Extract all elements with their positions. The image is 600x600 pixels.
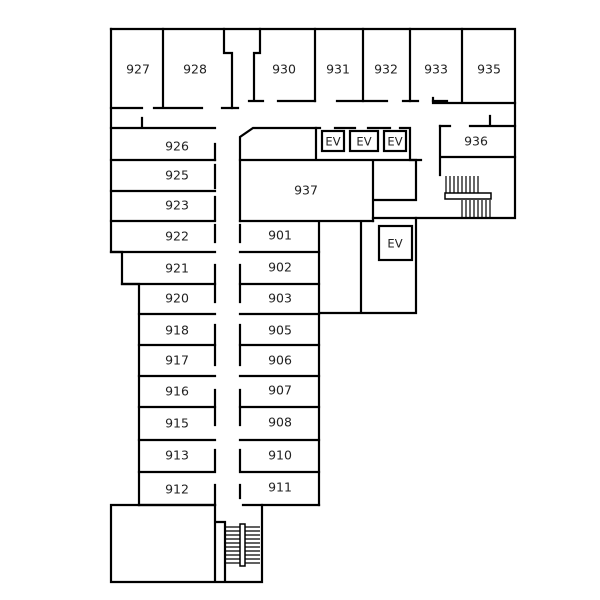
room-label: 931 bbox=[326, 62, 350, 77]
elevator-label: EV bbox=[387, 135, 402, 149]
room-label: 925 bbox=[165, 168, 189, 183]
room-label: 908 bbox=[268, 415, 292, 430]
elevator-2: EV bbox=[348, 129, 380, 153]
room-label: 906 bbox=[268, 353, 292, 368]
stairs-bottom-icon bbox=[225, 523, 260, 567]
room-label: 902 bbox=[268, 260, 292, 275]
room-label: 921 bbox=[165, 261, 189, 276]
room-label: 922 bbox=[165, 229, 189, 244]
room-label: 911 bbox=[268, 480, 292, 495]
room-label: 936 bbox=[464, 134, 488, 149]
room-label: 937 bbox=[294, 183, 318, 198]
room-label: 905 bbox=[268, 323, 292, 338]
room-label: 913 bbox=[165, 448, 189, 463]
room-label: 917 bbox=[165, 353, 189, 368]
room-label: 901 bbox=[268, 228, 292, 243]
elevator-label: EV bbox=[356, 135, 371, 149]
room-label: 927 bbox=[126, 62, 150, 77]
room-label: 926 bbox=[165, 139, 189, 154]
room-label: 935 bbox=[477, 62, 501, 77]
room-label: 932 bbox=[374, 62, 398, 77]
elevator-label: EV bbox=[387, 237, 402, 251]
room-label: 910 bbox=[268, 448, 292, 463]
elevator-4: EV bbox=[377, 224, 414, 262]
room-label: 916 bbox=[165, 384, 189, 399]
room-label: 912 bbox=[165, 482, 189, 497]
room-label: 928 bbox=[183, 62, 207, 77]
room-label: 918 bbox=[165, 323, 189, 338]
room-label: 907 bbox=[268, 383, 292, 398]
room-label: 915 bbox=[165, 416, 189, 431]
elevator-3: EV bbox=[382, 129, 408, 153]
room-label: 933 bbox=[424, 62, 448, 77]
room-labels: 927 928 930 931 932 933 935 936 937 926 … bbox=[126, 62, 501, 497]
room-label: 923 bbox=[165, 198, 189, 213]
room-label: 920 bbox=[165, 291, 189, 306]
walls bbox=[109, 27, 517, 584]
room-label: 930 bbox=[272, 62, 296, 77]
elevator-label: EV bbox=[325, 135, 340, 149]
room-label: 903 bbox=[268, 291, 292, 306]
stairs-right-icon bbox=[444, 176, 492, 218]
elevator-1: EV bbox=[320, 129, 346, 153]
